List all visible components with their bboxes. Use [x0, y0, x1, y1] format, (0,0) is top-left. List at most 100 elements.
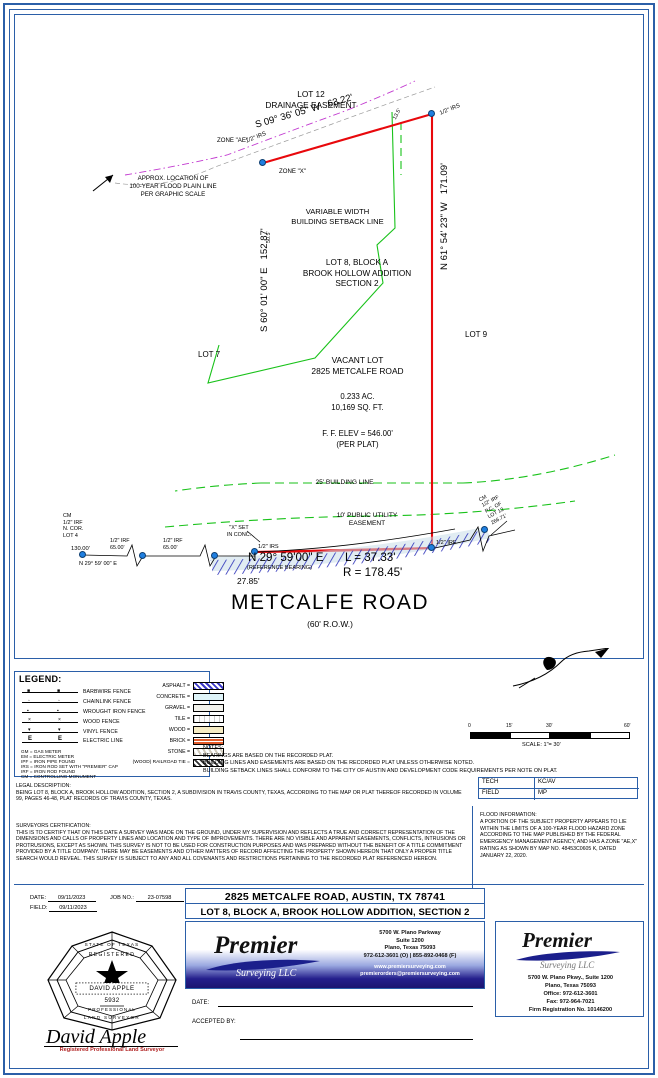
seal-state-text: STATE OF TEXAS	[84, 942, 140, 947]
wood-fence-icon: ×	[28, 717, 31, 723]
legend-item-barbwire-fence: BARBWIRE FENCE	[83, 689, 132, 695]
property-legal-short: LOT 8, BLOCK A, BROOK HOLLOW ADDITION, S…	[200, 907, 470, 918]
south-boundary-bearing: N 29° 59'00" E	[248, 551, 324, 564]
tech-row-value: KC/AV	[535, 778, 639, 789]
vinyl-fence-icon: ▾	[28, 727, 31, 733]
notes-item-3: BUILDING SETBACK LINES SHALL CONFORM TO …	[203, 767, 558, 774]
seal-caption: Registered Professional Land Surveyor	[59, 1047, 165, 1053]
monument-node-ne	[428, 110, 435, 117]
titleblock-top-rule	[14, 884, 644, 885]
asphalt-swatch	[193, 682, 224, 690]
legend-item-wood-fence: WOOD FENCE	[83, 719, 120, 725]
company-address3: Plano, Texas 75093	[384, 945, 436, 952]
east-boundary-bearing: N 61° 54' 23" W 171.09'	[439, 163, 450, 270]
company-swoosh-icon-right	[516, 951, 620, 961]
company-address2: Suite 1200	[396, 937, 424, 944]
field-date-row: FIELD: 09/11/2023	[30, 905, 97, 912]
seal-surveyor-name: DAVID APPLE	[89, 985, 135, 992]
west-boundary-bearing: S 60° 01' 00" E 152.87'	[259, 228, 270, 332]
field-row-value: MP	[538, 790, 547, 796]
acceptance-by-line[interactable]	[240, 1039, 473, 1040]
monument-node-sw	[251, 548, 258, 555]
legend-abbr-gm: GM = GAS METER	[21, 749, 62, 754]
field-row-label: FIELD	[479, 789, 535, 800]
seal-professional-text: PROFESSIONAL	[88, 1007, 136, 1012]
chainlink-fence-icon: ◦	[28, 698, 30, 704]
company-email[interactable]: premierorders@premiersurveying.com	[360, 971, 460, 978]
legend-item-wrought-iron-fence: WROUGHT IRON FENCE	[83, 709, 146, 715]
road-name-title: METCALFE ROAD	[230, 591, 430, 614]
company-right-firm: Firm Registration No. 10146200	[528, 1007, 613, 1013]
seal-land-surveyor-text: LAND SURVEYOR	[83, 1015, 141, 1020]
flood-title: FLOOD INFORMATION:	[480, 812, 537, 818]
flood-zone-line	[92, 80, 436, 192]
property-address: 2825 METCALFE ROAD, AUSTIN, TX 78741	[224, 891, 446, 903]
company-swoosh-icon	[206, 959, 320, 971]
legend-item-electric-line: ELECTRIC LINE	[83, 738, 123, 744]
legend-abbr-irf: IRF = IRON ROD FOUND	[21, 769, 76, 774]
legal-description-body: BEING LOT 8, BLOCK A, BROOK HOLLOW ADDIT…	[16, 789, 462, 803]
legend-item-vinyl-fence: VINYL FENCE	[83, 729, 118, 735]
company-right-address2: Plano, Texas 75093	[545, 983, 596, 989]
notes-item-1: BEARINGS ARE BASED ON THE RECORDED PLAT.	[203, 752, 334, 759]
scale-tick-30: 30'	[546, 723, 553, 729]
road-right-of-way	[210, 527, 491, 575]
company-details-right: 5700 W. Plano Pkwy., Suite 1200 Plano, T…	[496, 974, 645, 1014]
company-name: Premier	[214, 932, 298, 959]
legend-abbr-ipf: IPF = IRON PIPE FOUND	[21, 759, 76, 764]
material-label-railroad-tie: (WOOD) RAILROAD TIE =	[132, 760, 190, 765]
company-subname: Surveying LLC	[236, 968, 297, 979]
job-value: 23-07598	[135, 895, 184, 902]
legend-item-chainlink-fence: CHAINLINK FENCE	[83, 699, 132, 705]
company-address1: 5700 W. Plano Parkway	[379, 930, 441, 936]
company-info-card: Premier Surveying LLC 5700 W. Plano Pkwy…	[495, 921, 644, 1017]
material-label-stone: STONE =	[167, 749, 190, 755]
bottom-tie-line	[82, 520, 516, 568]
tick-dim-west: 50.5'	[266, 231, 272, 243]
field-value: 09/11/2023	[48, 905, 97, 912]
surveyor-signature: David Apple	[46, 1026, 147, 1048]
notes-item-2: BUILDING LINES AND EASEMENTS ARE BASED O…	[203, 760, 475, 767]
road-row-subtitle: (60' R.O.W.)	[307, 619, 353, 629]
building-line-label: 25' BUILDING LINE	[315, 479, 374, 486]
monument-node-irf-1	[139, 552, 146, 559]
legend-title: LEGEND:	[19, 674, 62, 684]
monument-node-cm-lot12	[481, 526, 488, 533]
scale-label: SCALE: 1"= 30'	[522, 742, 561, 748]
reference-bearing-note: (REFERENCE BEARING)	[247, 565, 312, 571]
job-number-row: JOB NO.: 23-07598	[110, 895, 184, 902]
company-name-right: Premier	[522, 928, 592, 952]
scale-bar: 0 15' 30' 60' SCALE: 1"= 30'	[468, 723, 632, 750]
monument-node-se	[428, 544, 435, 551]
legal-description-block: LEGAL DESCRIPTION: BEING LOT 8, BLOCK A,…	[16, 783, 468, 803]
monument-dim-130: 130.00'	[71, 546, 90, 552]
ff-elev-label: F. F. ELEV = 546.00'(PER PLAT)	[322, 429, 393, 449]
curve-radius-label: R = 178.45'	[343, 566, 403, 579]
date-field-row: DATE: 09/11/2023	[30, 895, 96, 902]
notes-title: NOTES:	[203, 745, 224, 751]
job-label: JOB NO.:	[110, 895, 134, 901]
acceptance-by-label: ACCEPTED BY:	[192, 1019, 236, 1025]
certification-body: THIS IS TO CERTIFY THAT ON THIS DATE A S…	[16, 829, 466, 862]
company-phones: 972-612-3601 (O) | 855-892-0468 (F)	[363, 952, 457, 959]
scale-tick-15: 15'	[506, 723, 513, 729]
company-right-office: Office: 972-612-3601	[543, 991, 598, 997]
flood-divider	[472, 806, 473, 888]
tech-field-table: TECH KC/AV FIELD MP	[478, 777, 639, 800]
page-inner-border	[9, 9, 649, 1069]
easement-setback-lines	[164, 111, 616, 528]
scale-tick-0: 0	[468, 723, 471, 729]
acceptance-date-line[interactable]	[218, 1006, 473, 1007]
curve-length-label: L = 37.33'	[345, 551, 396, 564]
company-website[interactable]: www.premiersurveying.com	[374, 964, 446, 970]
lot9-label: LOT 9	[465, 330, 488, 339]
legal-title-cell: LOT 8, BLOCK A, BROOK HOLLOW ADDITION, S…	[185, 903, 485, 919]
zone-x-label: ZONE "X"	[279, 168, 307, 175]
scale-tick-60: 60'	[624, 723, 631, 729]
company-right-fax: Fax: 972-964-7021	[546, 999, 595, 1005]
